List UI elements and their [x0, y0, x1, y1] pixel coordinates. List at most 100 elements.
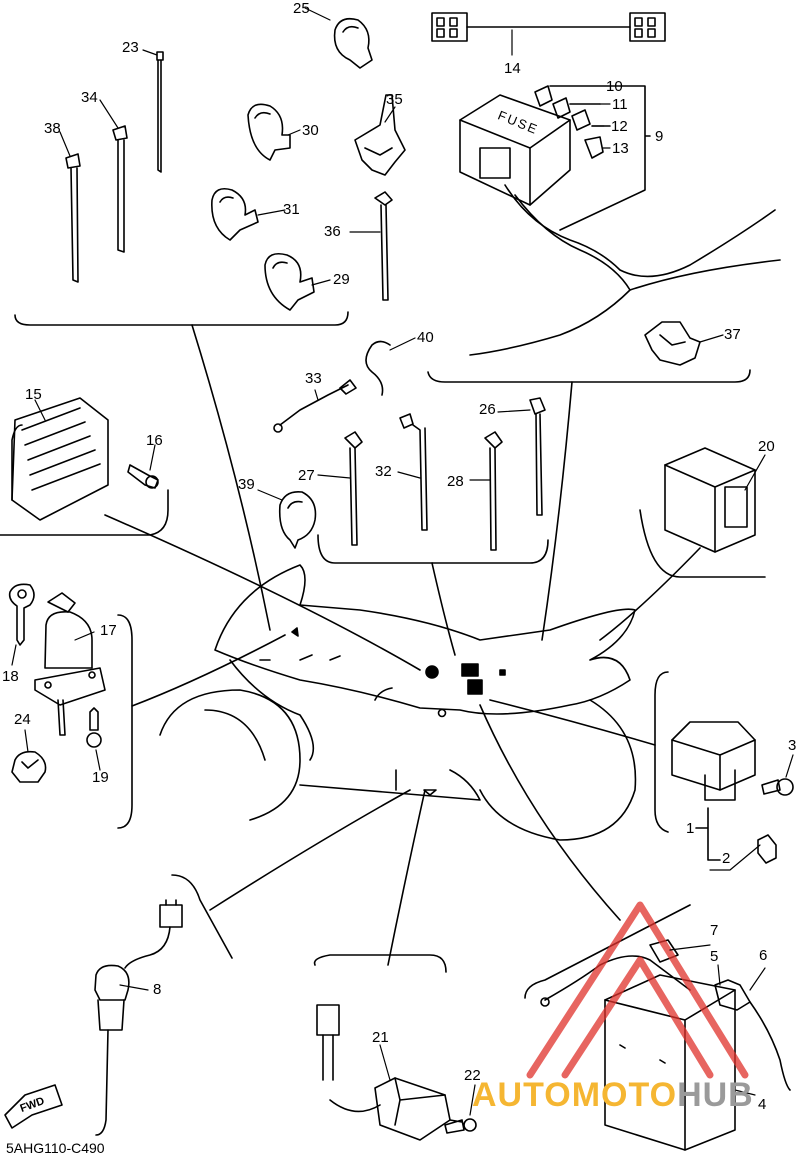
callout-39: 39	[238, 476, 255, 493]
bracket-main-switch	[117, 614, 133, 829]
coupler-21	[316, 1004, 381, 1113]
callout-2: 2	[722, 850, 731, 867]
bolt-19	[86, 707, 102, 748]
callout-31: 31	[283, 201, 300, 218]
lead-33	[273, 379, 357, 433]
callout-24: 24	[14, 711, 31, 728]
callout-22: 22	[464, 1067, 481, 1084]
callout-35: 35	[386, 91, 403, 108]
callout-26: 26	[479, 401, 496, 418]
callout-9: 9	[655, 128, 664, 145]
fuse-box	[459, 94, 781, 356]
callout-7: 7	[710, 922, 719, 939]
bracket-starter-relay	[654, 671, 669, 833]
callout-29: 29	[333, 271, 350, 288]
clamp-29	[264, 252, 315, 311]
fuse-13	[584, 136, 604, 159]
leader-relay	[599, 547, 701, 641]
clamp-25	[333, 17, 373, 69]
bolt-3	[761, 778, 794, 796]
callout-37: 37	[724, 326, 741, 343]
callout-12: 12	[611, 118, 628, 135]
leader-clamps	[191, 324, 271, 631]
callout-6: 6	[759, 947, 768, 964]
callout-17: 17	[100, 622, 117, 639]
cable-6	[714, 979, 791, 1091]
bracket-top-left	[14, 311, 349, 326]
motorcycle-silhouette	[159, 564, 637, 841]
cable-tie-32	[399, 413, 428, 531]
horn-21	[374, 1077, 463, 1141]
callout-15: 15	[25, 386, 42, 403]
callout-5: 5	[710, 948, 719, 965]
fuse-12	[571, 109, 591, 131]
clamp-31	[211, 187, 259, 241]
callout-34: 34	[81, 89, 98, 106]
bracket-battery	[524, 904, 691, 999]
bracket-sidestand	[171, 874, 233, 959]
callout-28: 28	[447, 473, 464, 490]
callout-40: 40	[417, 329, 434, 346]
clamp-37	[644, 321, 701, 366]
leader-middle	[431, 562, 456, 656]
callout-32: 32	[375, 463, 392, 480]
key-18	[8, 583, 35, 646]
watermark-part2: HUB	[677, 1076, 754, 1114]
callout-14: 14	[504, 60, 521, 77]
callout-20: 20	[758, 438, 775, 455]
bracket-relay	[639, 509, 766, 578]
watermark-part1: AUTOMOTO	[472, 1076, 678, 1114]
band-36	[374, 191, 393, 301]
callout-19: 19	[92, 769, 109, 786]
watermark-logo-icon	[526, 901, 749, 1079]
main-switch-17	[34, 592, 106, 736]
callout-1: 1	[686, 820, 695, 837]
callout-38: 38	[44, 120, 61, 137]
rectifier-regulator-15	[11, 397, 109, 521]
band-28	[484, 431, 503, 551]
callout-leaders	[11, 7, 794, 1116]
screw-16	[127, 464, 159, 489]
callout-3: 3	[788, 737, 797, 754]
callout-10: 10	[606, 78, 623, 95]
diagram-code: 5AHG110-C490	[6, 1140, 105, 1156]
callout-27: 27	[298, 467, 315, 484]
watermark-text: AUTOMOTOHUB	[472, 1076, 754, 1115]
callout-18: 18	[2, 668, 19, 685]
callout-11: 11	[612, 96, 628, 113]
cable-tie-34	[112, 125, 128, 253]
band-40	[365, 340, 391, 396]
leader-sidestand	[209, 789, 411, 911]
cap-24	[11, 750, 47, 783]
callout-21: 21	[372, 1029, 389, 1046]
leader-fuse	[541, 381, 573, 641]
fuse-10	[534, 85, 553, 107]
cable-tie-23	[156, 51, 164, 173]
lead-14	[431, 12, 666, 42]
leader-starter	[489, 699, 656, 746]
bracket-top-right	[427, 369, 751, 383]
fuse-bracket-9	[549, 85, 651, 231]
bracket-horn	[313, 954, 447, 973]
cable-5	[540, 955, 691, 1007]
callout-30: 30	[302, 122, 319, 139]
cable-tie-38	[65, 153, 81, 283]
callout-8: 8	[153, 981, 162, 998]
callout-13: 13	[612, 140, 629, 157]
fwd-arrow	[4, 1084, 63, 1129]
leader-battery	[479, 704, 621, 921]
leader-horn	[387, 789, 426, 966]
callout-36: 36	[324, 223, 341, 240]
bracket-1-2	[695, 807, 721, 861]
battery-4	[604, 974, 736, 1151]
fuse-11	[552, 97, 571, 119]
holder-35	[354, 94, 406, 176]
clamp-30	[247, 103, 291, 161]
band-27	[344, 431, 363, 546]
relay-20	[664, 447, 756, 553]
callout-25: 25	[293, 0, 310, 17]
sidestand-switch-8	[94, 899, 183, 1136]
band-26	[529, 397, 546, 516]
